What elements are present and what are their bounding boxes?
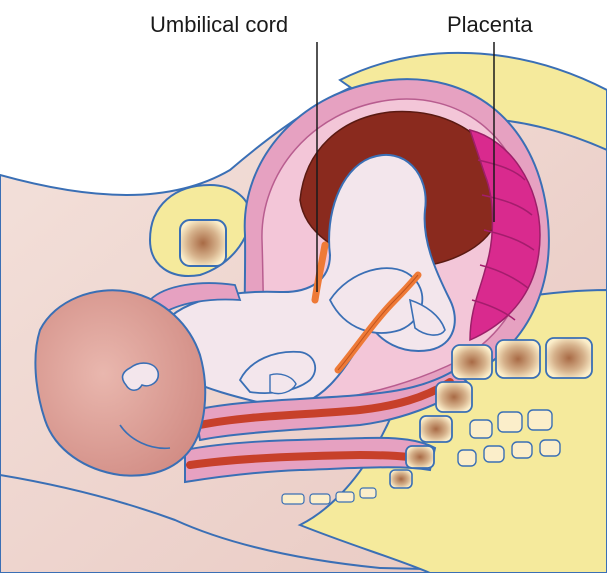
vertebra-process xyxy=(470,420,492,438)
coccyx-segment xyxy=(336,492,354,502)
vertebra xyxy=(546,338,592,378)
vertebra-process xyxy=(498,412,522,432)
vertebra xyxy=(406,446,434,468)
placenta-label: Placenta xyxy=(447,14,533,36)
vertebra xyxy=(496,340,540,378)
coccyx-segment xyxy=(360,488,376,498)
coccyx-segment xyxy=(282,494,304,504)
vertebra xyxy=(420,416,452,442)
vertebra xyxy=(436,382,472,412)
pubic-bone xyxy=(180,220,226,266)
vertebra-process xyxy=(458,450,476,466)
vertebra-process xyxy=(512,442,532,458)
coccyx-segment xyxy=(310,494,330,504)
vertebra xyxy=(390,470,412,488)
vertebra xyxy=(452,345,492,379)
vertebra-process xyxy=(484,446,504,462)
umbilical-cord-label: Umbilical cord xyxy=(150,14,288,36)
vertebra-process xyxy=(528,410,552,430)
vertebra-process xyxy=(540,440,560,456)
